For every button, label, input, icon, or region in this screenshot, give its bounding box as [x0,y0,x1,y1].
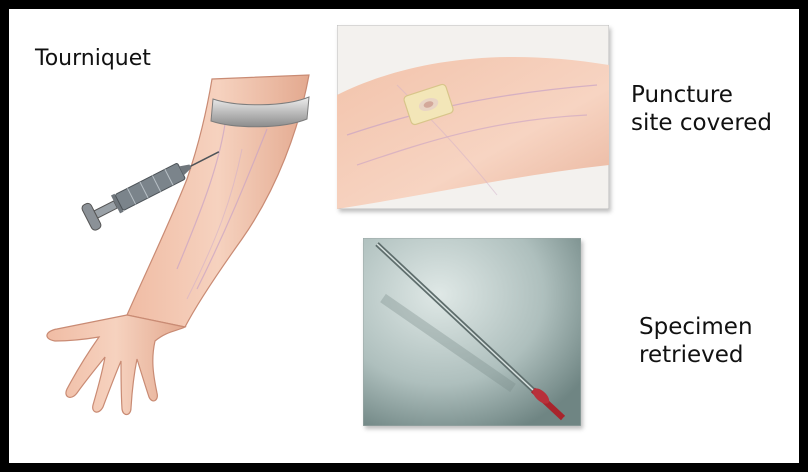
tourniquet-label: Tourniquet [35,45,151,73]
puncture-label: Puncture site covered [631,81,772,137]
puncture-label-line1: Puncture [631,81,772,109]
puncture-label-line2: site covered [631,109,772,137]
arm-illustration [27,69,347,429]
specimen-label: Specimen retrieved [639,313,753,369]
puncture-site-panel [337,25,609,209]
specimen-label-line2: retrieved [639,341,753,369]
specimen-panel [363,238,581,426]
specimen-label-line1: Specimen [639,313,753,341]
